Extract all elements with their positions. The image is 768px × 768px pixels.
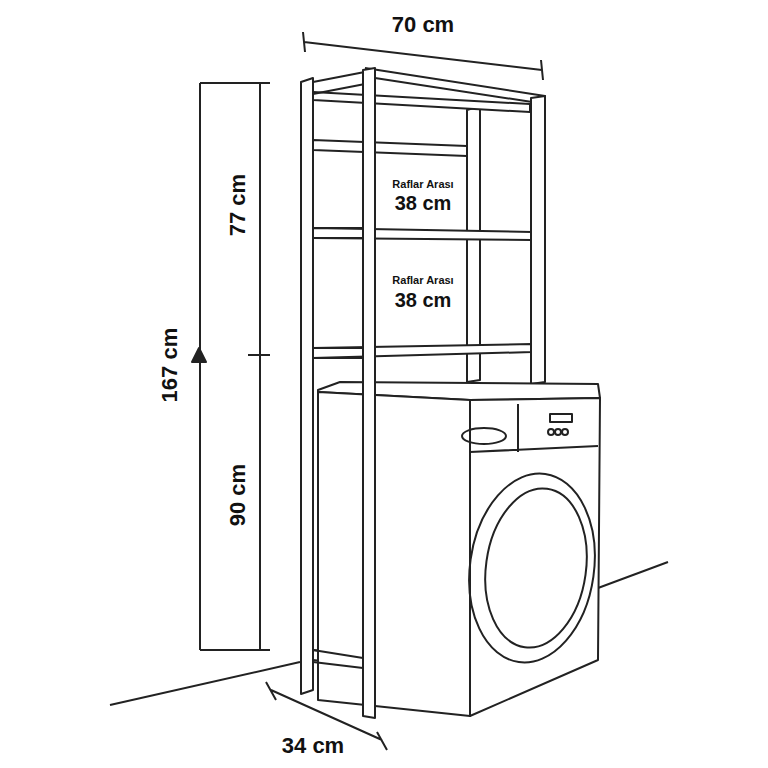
- shelf-post: [531, 96, 545, 384]
- floor-line: [598, 562, 668, 588]
- shelf-post: [301, 78, 313, 694]
- dimension-label: 77 cm: [226, 172, 250, 238]
- dimension-label: 70 cm: [390, 13, 456, 37]
- dimension-line: [303, 32, 543, 80]
- marker-triangle: [192, 348, 206, 362]
- shelf-board: [313, 344, 532, 358]
- top-rail: [365, 68, 545, 104]
- dimension-bracket: [200, 83, 270, 650]
- dimension-label: 38 cm: [393, 192, 454, 214]
- shelf-gap-label: Raflar Arası: [390, 274, 455, 286]
- dimension-label: 167 cm: [158, 326, 182, 405]
- washing-machine: [318, 382, 607, 716]
- shelf-gap-label: Raflar Arası: [390, 178, 455, 190]
- dimension-label: 34 cm: [280, 734, 346, 758]
- shelf-board: [313, 140, 467, 156]
- shelf-post: [363, 68, 375, 718]
- side-rail: [313, 650, 363, 668]
- floor-line: [110, 662, 300, 705]
- shelf-post: [467, 106, 480, 382]
- dimension-label: 38 cm: [393, 289, 454, 311]
- dimension-label: 90 cm: [226, 462, 250, 528]
